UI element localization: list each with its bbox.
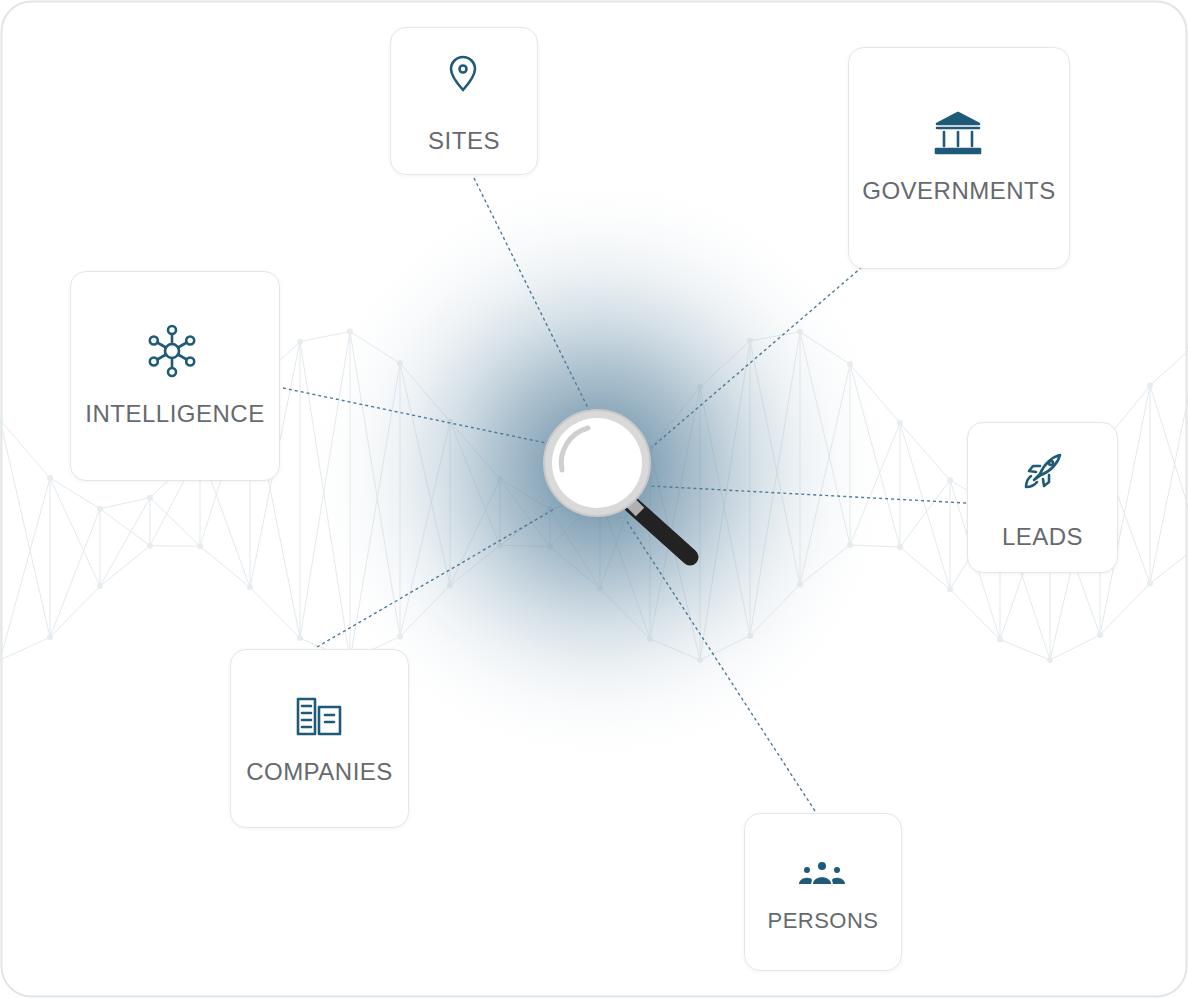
spoke-line (317, 508, 556, 647)
mesh-line (100, 509, 101, 587)
mesh-dot (247, 584, 253, 590)
category-box: LEADS (967, 422, 1118, 573)
building-icon (298, 699, 340, 734)
mesh-dot (147, 495, 153, 501)
rocket-icon (1026, 455, 1060, 487)
mesh-dot (0, 417, 3, 423)
mesh-line (1150, 386, 1188, 545)
mesh-dot (897, 420, 903, 426)
mesh-line (100, 498, 150, 587)
mesh-line (100, 509, 150, 546)
mesh-line (0, 420, 1, 660)
mesh-line (900, 423, 950, 480)
mesh-line (50, 478, 100, 586)
spoke-line (474, 178, 590, 412)
mesh-dot (947, 586, 953, 592)
mesh-dot (997, 637, 1003, 643)
mesh-dot (197, 543, 203, 549)
mesh-line (1150, 340, 1188, 385)
mesh-dot (1147, 383, 1153, 389)
mesh-dot (47, 475, 53, 481)
spoke-line (626, 520, 815, 811)
mesh-dot (947, 477, 953, 483)
mesh-dot (1147, 580, 1153, 586)
category-box: GOVERNMENTS (848, 47, 1070, 269)
category-label: LEADS (968, 523, 1117, 552)
mesh-line (900, 423, 950, 589)
mesh-dot (97, 583, 103, 589)
mesh-line (1150, 545, 1188, 584)
mesh-line (50, 586, 100, 637)
mesh-dot (0, 657, 3, 663)
magnifier-symbol (544, 410, 690, 557)
category-box: SITES (390, 27, 538, 175)
mesh-dot (147, 543, 153, 549)
category-label: PERSONS (745, 908, 901, 934)
category-box: PERSONS (744, 813, 902, 971)
mesh-dot (297, 339, 303, 345)
pin-icon (451, 57, 475, 90)
mesh-dot (1047, 657, 1053, 663)
mesh-line (0, 420, 50, 478)
mesh-line (1000, 640, 1050, 660)
category-box: COMPANIES (230, 649, 409, 828)
mesh-line (150, 498, 200, 547)
mesh-line (1100, 583, 1150, 634)
mesh-dot (97, 506, 103, 512)
mesh-line (0, 420, 50, 637)
mesh-dot (897, 544, 903, 550)
mesh-line (0, 478, 50, 660)
category-label: GOVERNMENTS (849, 177, 1069, 206)
mesh-line (1150, 386, 1151, 584)
mesh-line (300, 342, 301, 639)
mesh-line (100, 546, 150, 587)
category-box: INTELLIGENCE (70, 271, 280, 481)
mesh-dot (297, 635, 303, 641)
mesh-line (250, 587, 300, 638)
spoke-line (650, 486, 966, 503)
category-label: INTELLIGENCE (71, 400, 279, 429)
category-label: COMPANIES (231, 758, 408, 787)
mesh-dot (1097, 632, 1103, 638)
network-icon (150, 326, 194, 376)
persons-icon (799, 862, 845, 884)
mesh-dot (47, 634, 53, 640)
category-label: SITES (391, 127, 537, 156)
mesh-line (50, 509, 100, 638)
mesh-line (1050, 635, 1100, 660)
bank-icon (936, 113, 980, 153)
mesh-line (100, 498, 150, 509)
mesh-line (0, 637, 50, 660)
mesh-line (950, 480, 951, 589)
mesh-line (900, 547, 950, 589)
mesh-line (150, 545, 200, 546)
mesh-line (1150, 340, 1188, 583)
mesh-line (900, 423, 901, 547)
spoke-line (283, 388, 546, 443)
mesh-line (900, 480, 950, 547)
spoke-line (652, 267, 862, 447)
mesh-line (50, 478, 51, 637)
mesh-line (150, 498, 151, 546)
